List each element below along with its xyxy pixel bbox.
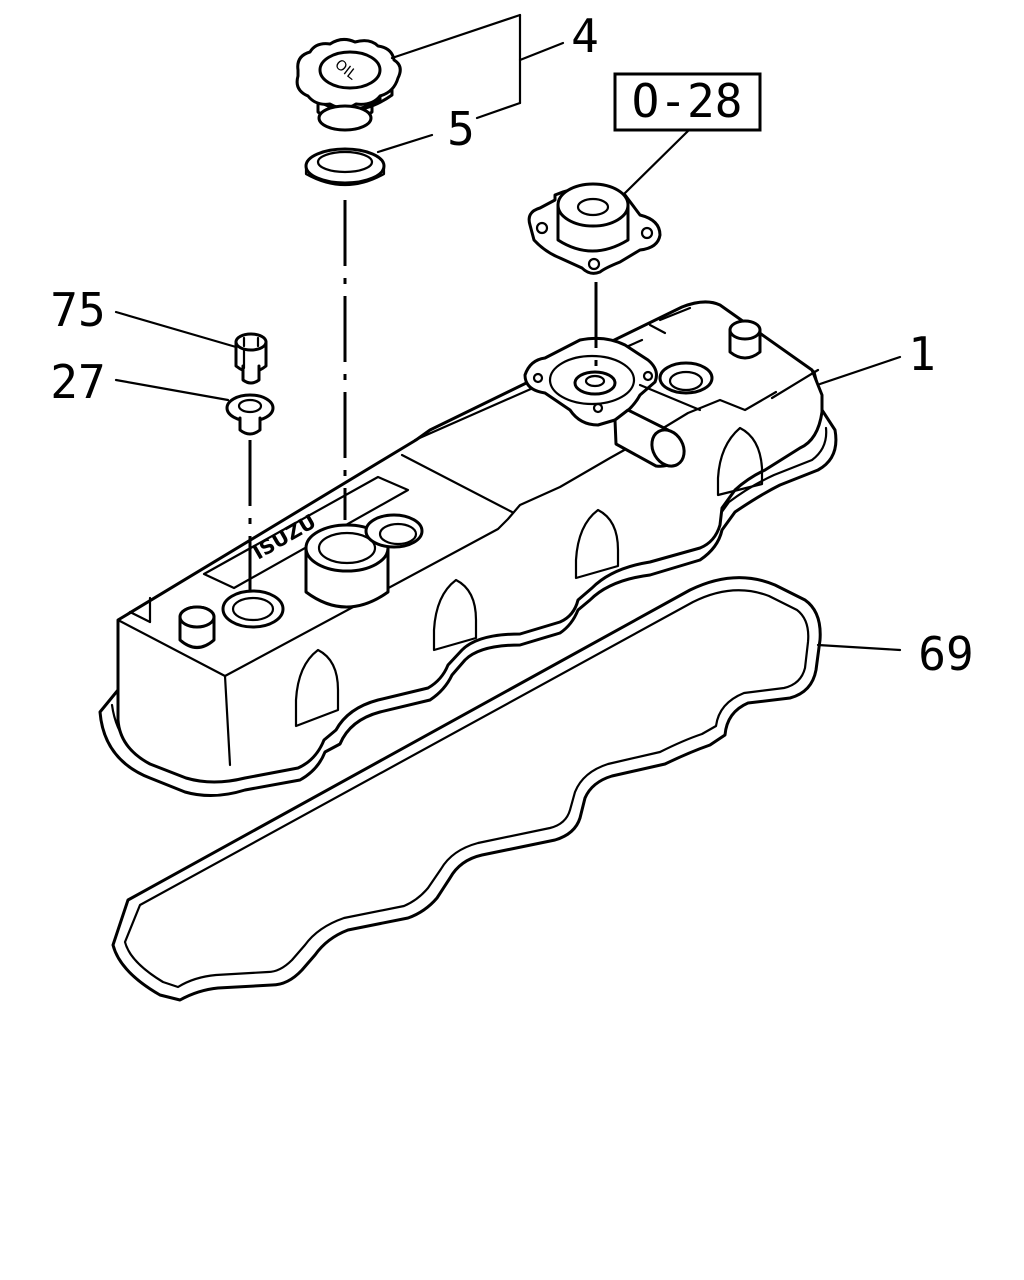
rocker-cover-gasket <box>111 576 822 1002</box>
reference-box <box>613 72 762 132</box>
washer-seal <box>225 393 275 436</box>
rocker-cover: ISUZU <box>98 300 838 797</box>
callout-5: 5 <box>447 102 475 156</box>
o-ring <box>304 147 386 187</box>
oil-filler-cap: OIL <box>295 37 402 132</box>
bolt <box>234 332 268 385</box>
pcv-valve-assembly <box>527 182 662 275</box>
ref-box-label: O-28 <box>632 74 743 128</box>
callout-27: 27 <box>50 355 105 409</box>
callout-1: 1 <box>908 327 936 381</box>
callout-69: 69 <box>918 627 973 681</box>
callout-4: 4 <box>571 9 599 63</box>
assembly-lines <box>248 200 598 590</box>
leader-lines <box>114 13 902 652</box>
callout-75: 75 <box>50 283 105 337</box>
